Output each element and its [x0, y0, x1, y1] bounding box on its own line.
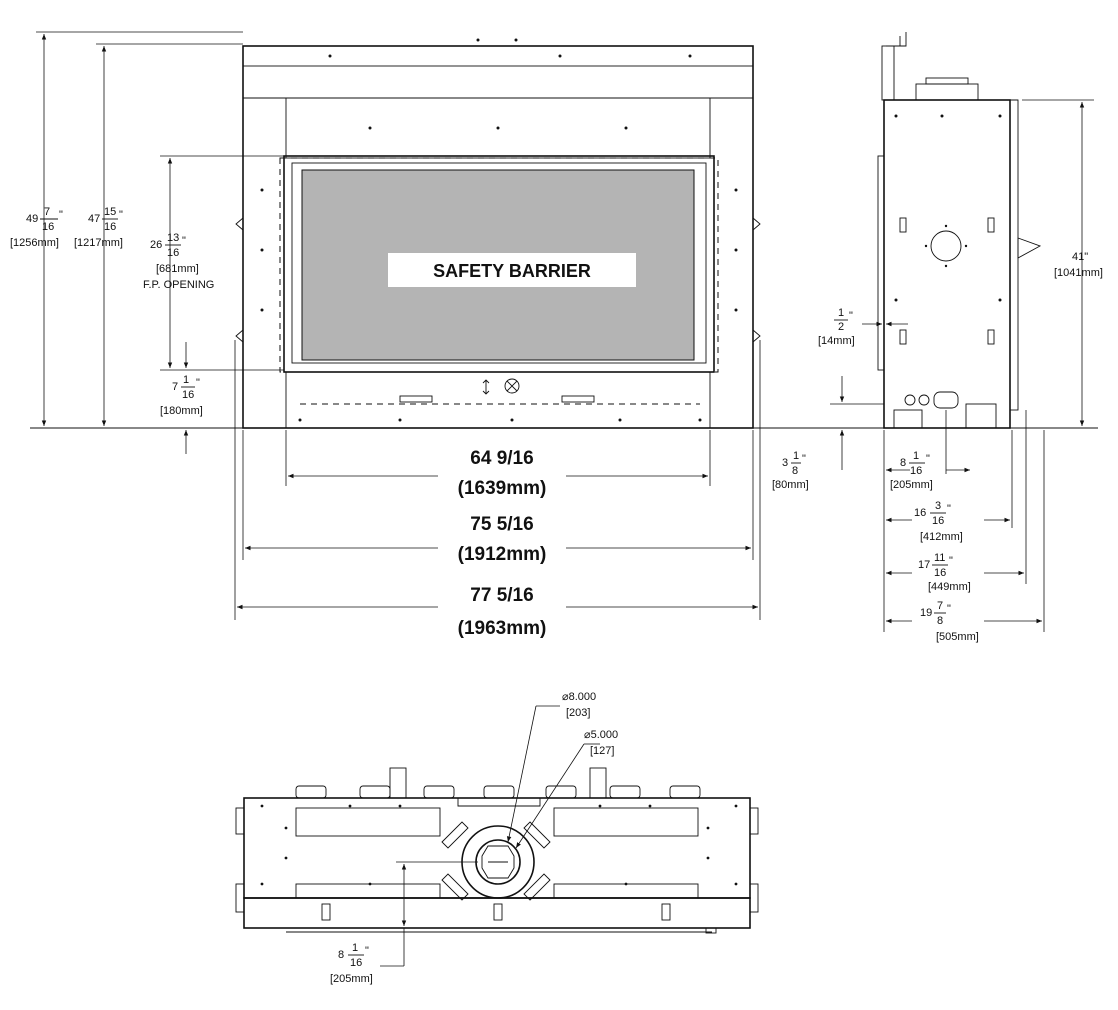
svg-text:": "	[947, 503, 951, 515]
depth-3-den: 8	[937, 615, 943, 627]
control-knob-icon	[504, 378, 520, 394]
opening-height-note: F.P. OPENING	[143, 279, 214, 291]
width-opening-imperial: 64 9/16	[470, 448, 533, 469]
opening-height-den: 16	[167, 247, 179, 259]
base-height-den: 16	[182, 389, 194, 401]
control-slot-left	[399, 395, 433, 403]
front-top-cap	[242, 45, 754, 67]
side-dimensions: 41" [1041mm] 1 2 " [14mm] 3 1 8 " [80mm]…	[772, 99, 1103, 643]
svg-text:": "	[365, 945, 369, 957]
side-flue-hole	[930, 230, 962, 262]
depth-2-whole: 17	[918, 559, 930, 571]
front-view: SAFETY BARRIER	[30, 38, 1098, 429]
front-dimensions: 49 7 16 " [1256mm] 47 15 16 " [1217mm] 2…	[10, 31, 761, 639]
width-body-mm: (1912mm)	[458, 544, 547, 565]
safety-barrier-label-box	[388, 253, 636, 287]
flue-offset-den: 16	[350, 957, 362, 969]
offset-half-mm: [14mm]	[818, 335, 855, 347]
height-overall-mm: [1256mm]	[10, 237, 59, 249]
top-body	[243, 797, 751, 899]
svg-text:": "	[849, 310, 853, 322]
front-upper-panel	[285, 97, 711, 159]
gas-inlet-mm: [205mm]	[890, 479, 933, 491]
depth-1-den: 16	[932, 515, 944, 527]
depth-1-mm: [412mm]	[920, 531, 963, 543]
svg-text:": "	[59, 209, 63, 221]
height-overall-whole: 49	[26, 213, 38, 225]
side-body	[883, 99, 1011, 429]
width-opening-mm: (1639mm)	[458, 478, 547, 499]
width-body-imperial: 75 5/16	[470, 514, 533, 535]
svg-text:": "	[926, 453, 930, 465]
height-inner-num: 15	[104, 206, 116, 218]
svg-text:": "	[119, 209, 123, 221]
depth-3-num: 7	[937, 600, 943, 612]
flue-offset-num: 1	[352, 942, 358, 954]
base-height-mm: [180mm]	[160, 405, 203, 417]
opening-height-mm: [681mm]	[156, 263, 199, 275]
base-offset-num: 1	[793, 450, 799, 462]
depth-3-mm: [505mm]	[936, 631, 979, 643]
outer-diameter-value: ⌀8.000	[562, 691, 596, 703]
depth-1-whole: 16	[914, 507, 926, 519]
safety-barrier-label: SAFETY BARRIER	[433, 261, 591, 281]
height-inner-mm: [1217mm]	[74, 237, 123, 249]
front-lower-panel	[285, 371, 711, 429]
top-dimensions: ⌀8.000 [203] ⌀5.000 [127] 8 1 16 " [205m…	[330, 691, 618, 985]
svg-text:": "	[196, 377, 200, 389]
offset-half-den: 2	[838, 321, 844, 333]
top-front-strip	[243, 897, 751, 929]
updown-arrow-icon	[482, 379, 490, 395]
top-slot-upper-left	[295, 807, 441, 837]
svg-text:": "	[949, 555, 953, 567]
depth-3-whole: 19	[920, 607, 932, 619]
top-view	[235, 767, 759, 934]
depth-1-num: 3	[935, 500, 941, 512]
width-overall-mm: (1963mm)	[458, 618, 547, 639]
base-offset-mm: [80mm]	[772, 479, 809, 491]
offset-half-num: 1	[838, 307, 844, 319]
svg-text:": "	[947, 603, 951, 615]
inner-diameter-value: ⌀5.000	[584, 729, 618, 741]
inner-diameter-mm: [127]	[590, 745, 614, 757]
top-slot-upper-right	[553, 807, 699, 837]
flue-offset-whole: 8	[338, 949, 344, 961]
flue-offset-mm: [205mm]	[330, 973, 373, 985]
depth-2-den: 16	[934, 567, 946, 579]
gas-inlet-num: 1	[913, 450, 919, 462]
svg-text:": "	[802, 453, 806, 465]
outer-diameter-mm: [203]	[566, 707, 590, 719]
base-height-whole: 7	[172, 381, 178, 393]
control-slot-right	[561, 395, 595, 403]
side-height-mm: [1041mm]	[1054, 267, 1103, 279]
gas-inlet-whole: 8	[900, 457, 906, 469]
depth-2-num: 11	[934, 552, 945, 564]
top-slot-lower-left	[295, 883, 441, 899]
height-inner-whole: 47	[88, 213, 100, 225]
opening-height-num: 13	[167, 232, 179, 244]
height-overall-num: 7	[44, 206, 50, 218]
side-view	[877, 32, 1042, 429]
depth-2-mm: [449mm]	[928, 581, 971, 593]
width-overall-imperial: 77 5/16	[470, 585, 533, 606]
side-height-whole: 41"	[1072, 251, 1088, 263]
opening-height-whole: 26	[150, 239, 162, 251]
base-offset-den: 8	[792, 465, 798, 477]
top-slot-lower-right	[553, 883, 699, 899]
gas-inlet-den: 16	[910, 465, 922, 477]
base-height-num: 1	[183, 374, 189, 386]
svg-text:": "	[182, 235, 186, 247]
height-overall-den: 16	[42, 221, 54, 233]
base-offset-whole: 3	[782, 457, 788, 469]
height-inner-den: 16	[104, 221, 116, 233]
